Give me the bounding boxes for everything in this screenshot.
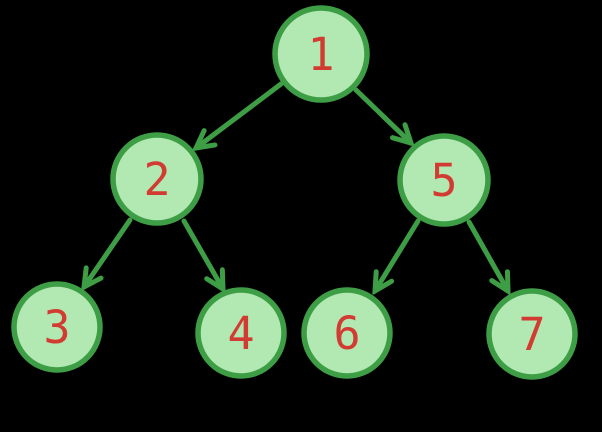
tree-node-3-label: 3: [43, 301, 70, 354]
edge-2-4: [181, 218, 223, 289]
tree-node-3: 3: [11, 281, 103, 373]
tree-node-5-circle: [397, 133, 491, 227]
edge-2-3: [84, 217, 133, 287]
edge-5-7: [466, 219, 508, 291]
tree-node-7-circle: [486, 288, 578, 380]
tree-node-5: 5: [397, 133, 491, 227]
tree-node-6-circle: [301, 287, 393, 379]
tree-node-1-circle: [272, 5, 370, 103]
tree-node-3-circle: [11, 281, 103, 373]
tree-node-4: 4: [195, 287, 287, 379]
edge-5-6: [375, 218, 421, 291]
tree-node-7: 7: [486, 288, 578, 380]
edge-1-2: [196, 81, 284, 148]
tree-node-4-label: 4: [227, 307, 254, 360]
tree-node-4-circle: [195, 287, 287, 379]
tree-node-6: 6: [301, 287, 393, 379]
tree-node-1: 1: [272, 5, 370, 103]
tree-node-1-label: 1: [307, 28, 334, 81]
tree-node-7-label: 7: [518, 308, 545, 361]
tree-node-6-label: 6: [333, 307, 360, 360]
tree-node-2: 2: [110, 132, 204, 226]
tree-node-2-circle: [110, 132, 204, 226]
tree-node-2-label: 2: [143, 153, 170, 206]
edge-1-5: [353, 87, 411, 143]
tree-node-5-label: 5: [430, 154, 457, 207]
